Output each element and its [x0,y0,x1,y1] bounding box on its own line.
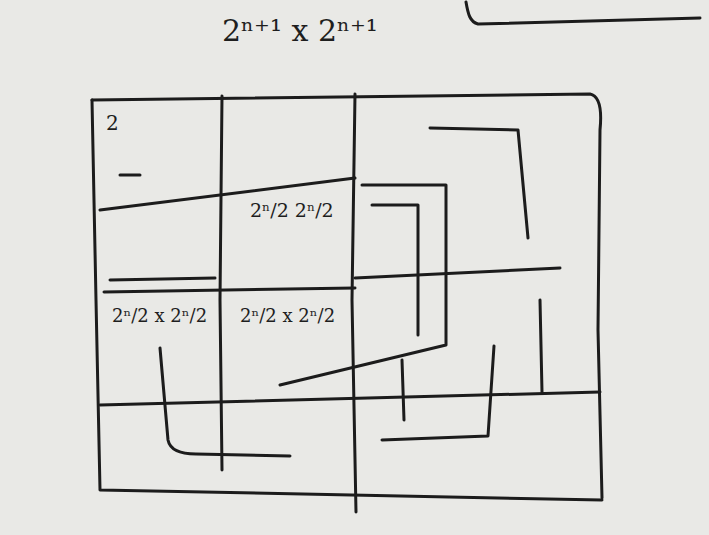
grid-line [355,268,560,278]
grid-line [100,392,600,405]
grid-line [104,288,355,292]
tromino-outline [372,205,418,335]
quadrant-size: 2ⁿ/2 x 2ⁿ/2 [238,306,337,327]
tick-mark [120,174,140,177]
tromino-outline [402,360,404,420]
cell-size: 2 [104,112,121,135]
corner-shape [466,2,700,24]
tromino-outline [382,346,494,440]
grid-line [220,96,222,470]
quadrant-size: 2ⁿ/2 2ⁿ/2 [248,200,336,222]
tromino-outline [160,348,290,456]
tick-mark [110,278,215,280]
tromino-outline [540,300,542,392]
tromino-outline [430,128,528,238]
size-heading: 2ⁿ⁺¹ x 2ⁿ⁺¹ [220,14,380,49]
grid-line [352,94,356,512]
outer-border [92,100,602,500]
outer-border [92,94,602,498]
quadrant-size: 2ⁿ/2 x 2ⁿ/2 [110,306,209,327]
